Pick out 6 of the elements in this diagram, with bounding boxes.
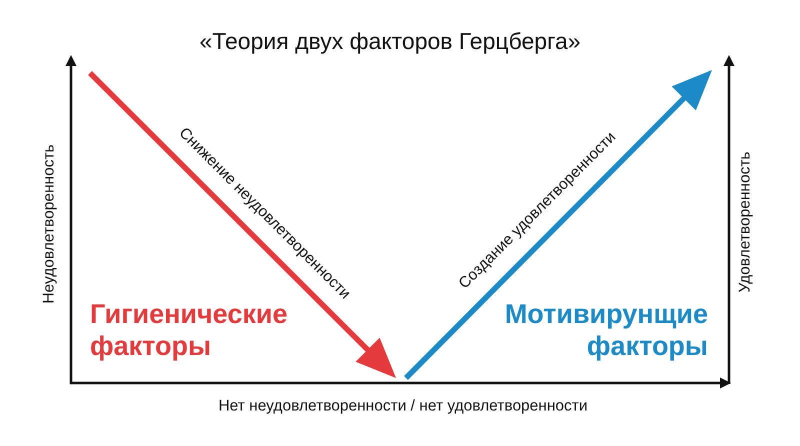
factor-heading: Мотивирунщие факторы <box>504 298 708 363</box>
axis-label: Удовлетворенность <box>736 152 755 292</box>
diagram-title: «Теория двух факторов Герцберга» <box>199 28 581 56</box>
factor-heading: Гигиенические факторы <box>90 299 288 363</box>
axis-label: Неудовлетворенность <box>40 144 59 304</box>
axis-label: Нет неудовлетворенности / нет удовлетворенности <box>218 398 588 416</box>
